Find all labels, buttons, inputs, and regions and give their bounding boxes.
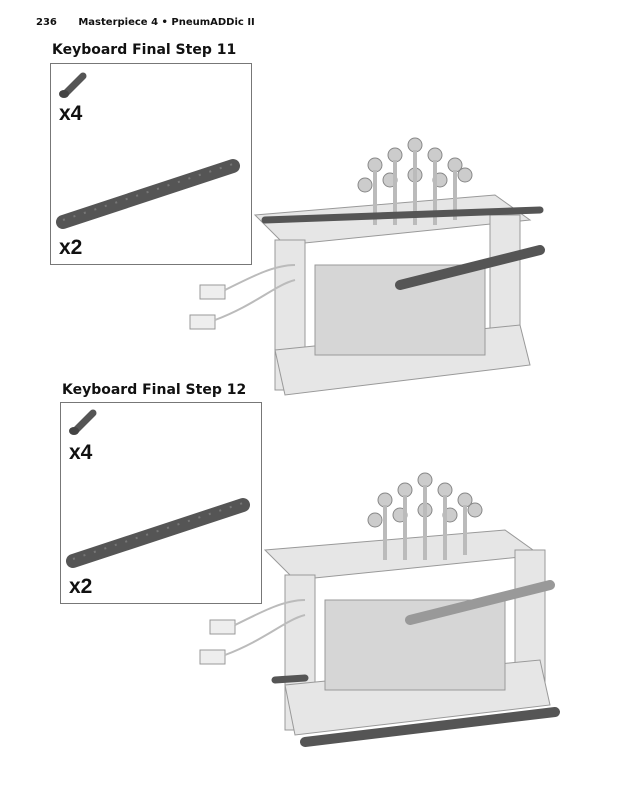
- part-quantity: x4: [69, 441, 93, 464]
- part-quantity: x2: [59, 236, 83, 259]
- parts-callout: x4 x2: [60, 402, 262, 604]
- part-quantity: x2: [69, 575, 93, 598]
- parts-illustration: [66, 409, 250, 568]
- parts-callout: x4 x2: [50, 63, 252, 265]
- running-title: Masterpiece 4 • PneumADDic II: [78, 17, 255, 28]
- axle-pin-icon: [59, 72, 87, 98]
- beam-icon: [56, 159, 240, 229]
- step-title: Keyboard Final Step 12: [62, 382, 247, 398]
- model-illustration: [189, 137, 545, 396]
- parts-illustration: [56, 72, 240, 229]
- axle-pin-icon: [69, 409, 97, 435]
- step-title: Keyboard Final Step 11: [52, 42, 237, 58]
- part-quantity: x4: [59, 102, 83, 125]
- beam-added: [300, 707, 560, 747]
- page-number: 236: [36, 17, 57, 28]
- beam-added: [395, 245, 545, 290]
- beam-added: [261, 206, 544, 224]
- beam-icon: [66, 498, 250, 568]
- page-header: 236 Masterpiece 4 • PneumADDic II: [36, 17, 255, 28]
- model-illustration: [199, 472, 560, 747]
